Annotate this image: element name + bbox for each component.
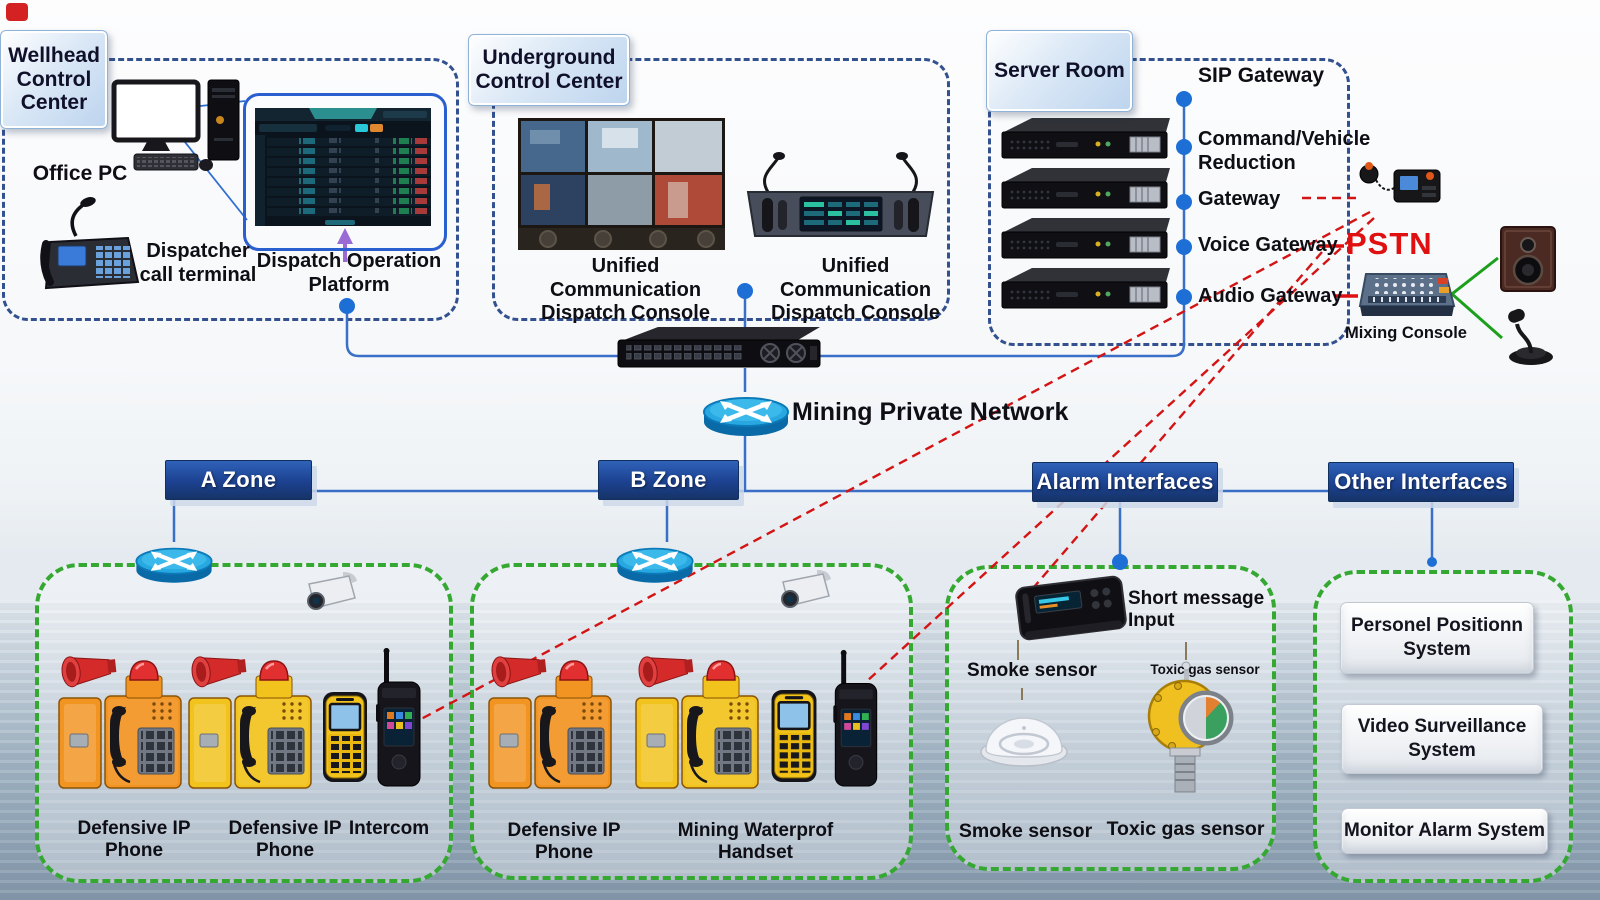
zone-a-label-2: Intercom — [348, 818, 430, 839]
pstn-label: PSTN — [1346, 226, 1433, 261]
zone-b-camera-icon — [781, 569, 832, 608]
gateway-row-2: Voice Gateway — [1198, 234, 1338, 256]
personnel-position-system: Personel Positionn System — [1340, 602, 1534, 674]
alarm-interfaces-header: Alarm Interfaces — [1032, 462, 1218, 502]
sip-gateway-label: SIP Gateway — [1198, 64, 1368, 89]
gateway-row-0: Command/Vehicle Reduction — [1198, 128, 1371, 174]
sip-bold: SIP — [1198, 64, 1232, 87]
dispatcher-terminal-label: Dispatcher call terminal — [139, 240, 257, 286]
core-switch-icon — [617, 327, 821, 368]
wellhead-title: Wellhead Control Center — [0, 30, 108, 129]
monitor-alarm-system: Monitor Alarm System — [1341, 808, 1548, 854]
short-message-module-icon — [1014, 574, 1128, 642]
zone-b-label-0: Defensive IP Phone — [507, 820, 621, 864]
zone-b-router-icon — [612, 538, 698, 588]
walkie-talkie-icon — [376, 648, 421, 787]
defensive-ip-phone-icon — [188, 650, 312, 790]
dispatch-console-left-label: Unified Communication Dispatch Console — [541, 255, 710, 325]
short-message-label: Short message Input — [1128, 588, 1265, 632]
zone-a-label-0: Defensive IP Phone — [77, 818, 191, 862]
smoke-sensor-bottom-label: Smoke sensor — [958, 820, 1093, 842]
office-pc-label: Office PC — [32, 162, 128, 185]
walkie-talkie-icon — [833, 650, 878, 787]
office-pc-icon — [111, 79, 240, 171]
zone-a-label-1: Defensive IP Phone — [228, 818, 342, 862]
mixing-console-icon — [1358, 273, 1456, 316]
mining-handset-icon — [770, 688, 818, 784]
handheld-phone-icon — [321, 690, 369, 784]
dispatch-platform-screen — [255, 108, 431, 226]
gateway-row-1: Gateway — [1198, 188, 1281, 210]
smoke-sensor-icon — [979, 716, 1069, 768]
speaker-icon — [1500, 226, 1557, 292]
wellhead-section-border — [2, 58, 459, 321]
toxic-gas-sensor-icon — [1142, 660, 1238, 796]
mixing-console-label: Mixing Console — [1345, 324, 1467, 342]
zone-b-label-1: Mining Waterprof Handset — [677, 820, 834, 864]
desk-mic-icon — [1504, 305, 1555, 366]
toxic-sensor-top-label: Toxic gas sensor — [1150, 662, 1260, 677]
zone-a-router-icon — [131, 538, 217, 588]
rack-servers-icon — [1001, 118, 1171, 309]
sip-rest: Gateway — [1231, 64, 1325, 87]
defensive-ip-phone-icon — [58, 650, 182, 790]
zone-a-header: A Zone — [165, 460, 312, 500]
corner-logo — [6, 3, 28, 21]
dispatch-platform-label: Dispatch Operation Platform — [256, 250, 442, 296]
gateway-row-3: Audio Gateway — [1198, 285, 1343, 307]
toxic-sensor-bottom-label: Toxic gas sensor — [1106, 818, 1265, 840]
other-interfaces-header: Other Interfaces — [1328, 462, 1514, 502]
defensive-ip-phone-icon — [635, 650, 759, 790]
underground-title: Underground Control Center — [468, 34, 630, 106]
zone-a-camera-icon — [307, 571, 358, 610]
server-room-title: Server Room — [986, 30, 1133, 112]
dispatcher-terminal-icon — [40, 197, 140, 290]
video-surveillance-system: Video Surveillance System — [1341, 704, 1543, 774]
radio-gateway-icon — [1359, 162, 1441, 203]
dispatch-console-device-icon — [746, 152, 935, 237]
defensive-ip-phone-icon — [488, 650, 612, 790]
core-router-icon — [698, 388, 794, 440]
zone-b-header: B Zone — [598, 460, 739, 500]
video-wall-icon — [518, 118, 725, 250]
smoke-sensor-top-label: Smoke sensor — [967, 660, 1097, 681]
dispatch-console-right-label: Unified Communication Dispatch Console — [771, 255, 940, 325]
network-label: Mining Private Network — [792, 398, 1069, 426]
